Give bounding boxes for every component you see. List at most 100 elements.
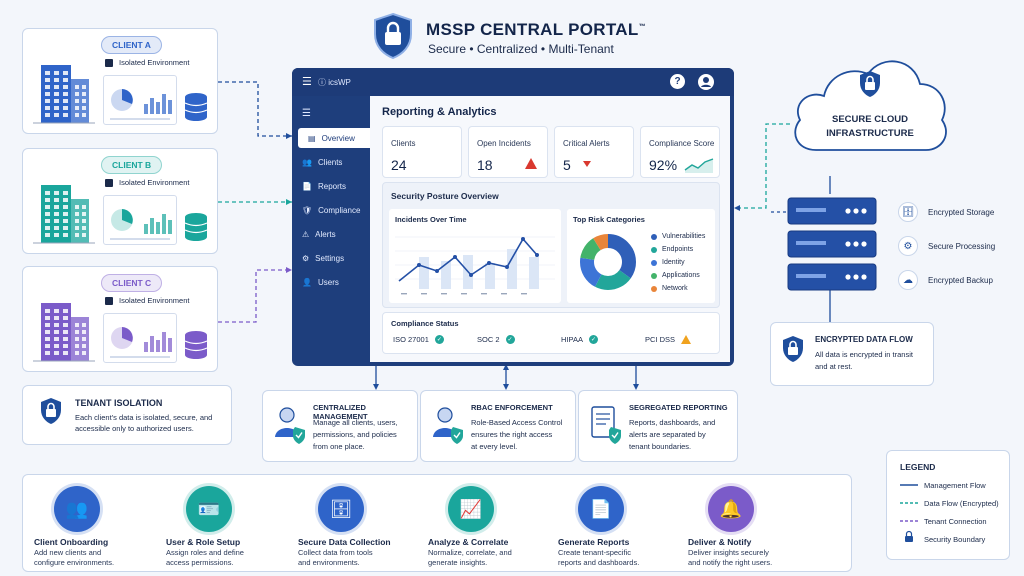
users-icon: 👥 bbox=[54, 486, 100, 532]
step-desc: reports and dashboards. bbox=[558, 558, 640, 567]
sidebar-item-label: Overview bbox=[321, 133, 355, 143]
step-desc: and notify the right users. bbox=[688, 558, 773, 567]
compliance-label: HIPAA bbox=[561, 335, 583, 344]
check-icon: ✓ bbox=[434, 335, 444, 344]
compliance-item: SOC 2✓ bbox=[477, 335, 515, 344]
kpi-label: Open Incidents bbox=[477, 139, 531, 148]
sidebar-item-overview[interactable]: ▤ Overview bbox=[298, 128, 370, 148]
step-title: Secure Data Collection bbox=[298, 537, 391, 547]
step-desc: Create tenant-specific bbox=[558, 548, 631, 557]
step-title: Deliver & Notify bbox=[688, 537, 752, 547]
shield-lock-icon bbox=[41, 398, 61, 424]
lock-icon bbox=[105, 179, 113, 187]
overview-icon: ▤ bbox=[308, 133, 316, 143]
help-icon[interactable]: ? bbox=[670, 74, 685, 89]
server-feature-label: Secure Processing bbox=[928, 242, 996, 251]
feature-desc: permissions, and policies bbox=[313, 430, 397, 439]
step-desc: access permissions. bbox=[166, 558, 234, 567]
sidebar-item-compliance[interactable]: 🛡Compliance bbox=[292, 200, 370, 220]
risk-legend-label: Network bbox=[662, 285, 688, 292]
risk-legend-item: Applications bbox=[651, 272, 700, 279]
lock-icon bbox=[105, 59, 113, 67]
step-desc: and environments. bbox=[298, 558, 360, 567]
hamburger-icon[interactable]: ☰ bbox=[302, 108, 311, 119]
cloud-label-1: SECURE CLOUD bbox=[831, 114, 908, 125]
feature-title: SEGREGATED REPORTING bbox=[629, 403, 728, 412]
users-icon: 👤 bbox=[302, 277, 312, 287]
mini-dashboard bbox=[103, 195, 177, 245]
step-glyph: 🪪 bbox=[197, 498, 221, 520]
encrypted-flow-title: ENCRYPTED DATA FLOW bbox=[815, 335, 913, 344]
menu-icon[interactable]: ☰ bbox=[302, 75, 312, 88]
risk-legend-item: Endpoints bbox=[651, 246, 693, 253]
legend-item: Security Boundary bbox=[924, 535, 986, 544]
mini-dashboard bbox=[103, 75, 177, 125]
title-text: MSSP CENTRAL PORTAL bbox=[426, 20, 639, 39]
trademark: ™ bbox=[638, 23, 646, 31]
trend-up-icon bbox=[683, 157, 715, 178]
compliance-label: SOC 2 bbox=[477, 335, 500, 344]
sidebar-item-reports[interactable]: 📄Reports bbox=[292, 176, 370, 196]
feature-title: RBAC ENFORCEMENT bbox=[471, 403, 553, 412]
legend-dot bbox=[651, 259, 657, 266]
settings-icon: ⚙ bbox=[302, 253, 310, 263]
compliance-label: PCI DSS bbox=[645, 335, 676, 344]
portal-logo: ⓘ icsWP bbox=[318, 78, 351, 87]
sidebar-item-clients[interactable]: 👥Clients bbox=[292, 152, 370, 172]
feature-desc: Role-Based Access Control bbox=[471, 418, 563, 427]
step-desc: Assign roles and define bbox=[166, 548, 244, 557]
mini-dashboard bbox=[103, 313, 177, 363]
risk-legend-label: Applications bbox=[662, 272, 700, 279]
kpi-value: 5 bbox=[563, 157, 571, 173]
compliance-panel: Compliance Status ISO 27001✓SOC 2✓HIPAA✓… bbox=[382, 312, 720, 354]
environment-label: Isolated Environment bbox=[119, 58, 190, 67]
environment-label: Isolated Environment bbox=[119, 178, 190, 187]
feature-desc: from one place. bbox=[313, 442, 365, 451]
user-avatar-icon[interactable] bbox=[698, 74, 714, 90]
feature-card: RBAC ENFORCEMENT Role-Based Access Contro… bbox=[420, 390, 576, 462]
risk-title: Top Risk Categories bbox=[573, 215, 645, 224]
shield-lock-icon bbox=[860, 71, 880, 97]
feature-desc: Manage all clients, users, bbox=[313, 418, 398, 427]
clients-icon: 👥 bbox=[302, 157, 312, 167]
manager-shield-icon bbox=[273, 405, 307, 450]
step-glyph: 📄 bbox=[589, 498, 613, 520]
tenant-isolation-desc-2: accessible only to authorized users. bbox=[75, 424, 194, 433]
legend-dot bbox=[651, 272, 657, 279]
client-label: CLIENT A bbox=[101, 36, 162, 54]
risk-legend-label: Identity bbox=[662, 259, 685, 266]
tenant-isolation-title: TENANT ISOLATION bbox=[75, 398, 163, 408]
sidebar-item-alerts[interactable]: ⚠Alerts bbox=[292, 224, 370, 244]
arrow-down-icon bbox=[583, 161, 591, 167]
client-card[interactable]: CLIENT B Isolated Environment bbox=[22, 148, 218, 254]
incidents-title: Incidents Over Time bbox=[395, 215, 467, 224]
legend-item: Tenant Connection bbox=[924, 517, 987, 526]
step-desc: Deliver insights securely bbox=[688, 548, 769, 557]
step-title: Generate Reports bbox=[558, 537, 630, 547]
step-desc: Add new clients and bbox=[34, 548, 102, 557]
header: MSSP CENTRAL PORTAL™ Secure • Centralize… bbox=[372, 12, 662, 64]
id-card-icon: 🪪 bbox=[186, 486, 232, 532]
check-icon: ✓ bbox=[588, 335, 598, 344]
building-icon bbox=[33, 169, 95, 250]
shield-lock-icon bbox=[783, 336, 803, 362]
sidebar-item-users[interactable]: 👤Users bbox=[292, 272, 370, 292]
incidents-line-chart bbox=[395, 236, 555, 295]
kpi-label: Compliance Score bbox=[649, 139, 715, 148]
page-title: MSSP CENTRAL PORTAL™ bbox=[426, 20, 646, 40]
reports-icon: 📄 bbox=[302, 181, 312, 191]
kpi-value: 18 bbox=[477, 157, 493, 173]
sidebar-item-settings[interactable]: ⚙Settings bbox=[292, 248, 370, 268]
client-label: CLIENT B bbox=[101, 156, 163, 174]
legend-dot bbox=[651, 233, 657, 240]
server-feature-label: Encrypted Storage bbox=[928, 208, 995, 217]
server-icon bbox=[787, 197, 877, 291]
client-card[interactable]: CLIENT A Isolated Environment bbox=[22, 28, 218, 134]
compliance-item: ISO 27001✓ bbox=[393, 335, 444, 344]
risk-legend-label: Vulnerabilities bbox=[662, 233, 706, 240]
database-icon bbox=[183, 329, 209, 366]
encrypted-flow-desc-1: All data is encrypted in transit bbox=[815, 350, 913, 359]
